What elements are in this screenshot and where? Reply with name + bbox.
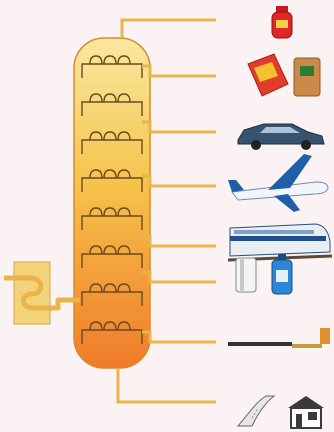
bubble-cap [89, 283, 103, 293]
residue-pipe [116, 368, 216, 404]
tray [81, 207, 143, 230]
bubble-cap [103, 169, 117, 179]
bubble-cap [89, 169, 103, 179]
product-pipe [142, 234, 216, 248]
bubble-cap [89, 245, 103, 255]
product-pipe [142, 330, 216, 344]
fuel-containers-icon [247, 53, 321, 97]
tray [81, 55, 143, 78]
road-and-house-icon [236, 395, 324, 429]
bubble-cap [89, 55, 103, 65]
bubble-cap [89, 93, 103, 103]
bubble-cap [117, 93, 131, 103]
product-pipe [142, 120, 216, 134]
tray [81, 169, 143, 192]
bubble-cap [103, 93, 117, 103]
airplane-icon [228, 154, 329, 212]
bubble-cap [103, 207, 117, 217]
oil-cans-icon [235, 254, 293, 295]
bubble-cap [89, 131, 103, 141]
product-pipe [142, 64, 216, 78]
bubble-cap [103, 321, 117, 331]
gas-cylinder-icon [271, 6, 293, 39]
bubble-cap [117, 55, 131, 65]
ship-icon [228, 328, 330, 348]
top-gas-pipe [120, 18, 216, 38]
product-pipe [142, 174, 216, 188]
tray [81, 93, 143, 116]
tray [81, 321, 143, 344]
column-trays [81, 55, 143, 344]
product-pipes [142, 64, 216, 344]
product-pipe [142, 270, 216, 284]
distillation-column [73, 37, 151, 369]
tray [81, 245, 143, 268]
tray [81, 283, 143, 306]
bubble-cap [117, 131, 131, 141]
bubble-cap [117, 321, 131, 331]
bubble-cap [103, 131, 117, 141]
bubble-cap [89, 321, 103, 331]
bubble-cap [117, 245, 131, 255]
bubble-cap [103, 245, 117, 255]
bubble-cap [117, 169, 131, 179]
bubble-cap [117, 283, 131, 293]
tray [81, 131, 143, 154]
furnace-coil [4, 275, 80, 311]
bubble-cap [103, 55, 117, 65]
bubble-cap [117, 207, 131, 217]
bubble-cap [89, 207, 103, 217]
car-icon [237, 123, 325, 150]
bubble-cap [103, 283, 117, 293]
